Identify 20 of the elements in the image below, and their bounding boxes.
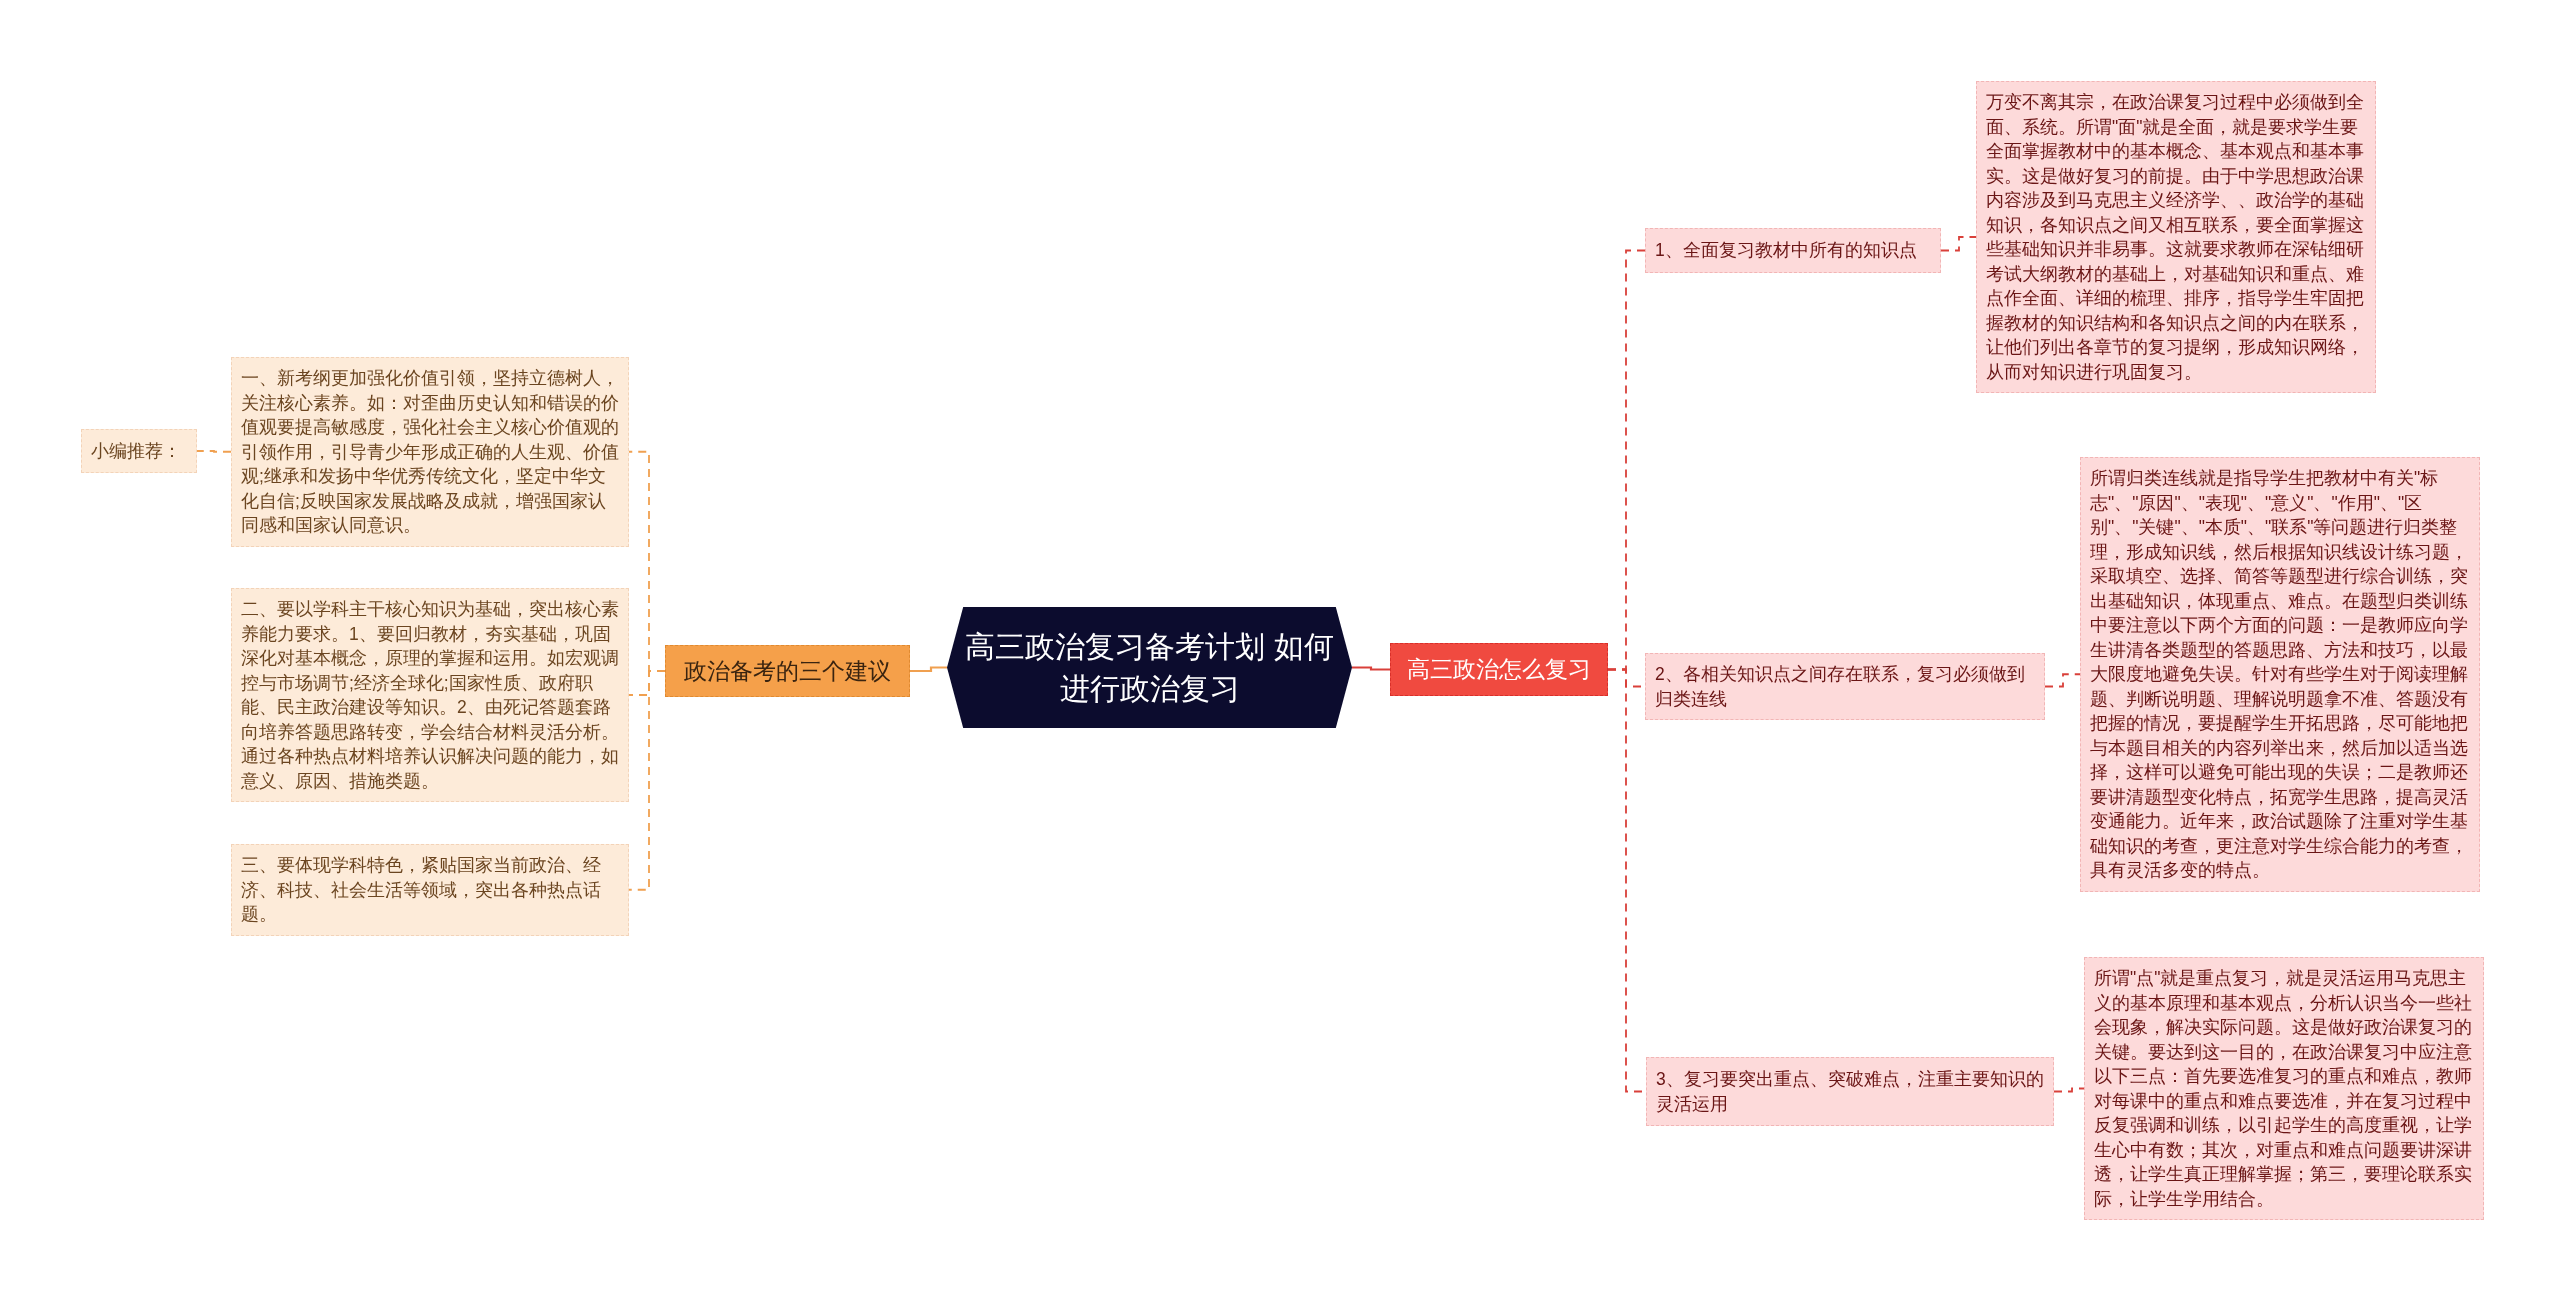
connector-line (628, 670, 666, 891)
connector-line (2044, 673, 2081, 688)
text-box: 所谓"点"就是重点复习，就是灵活运用马克思主义的基本原理和基本观点，分析认识当今一些社会现象，解决实际问题。这是做好政治课复习的关键。要达到这一目的，在政治课复习中应注意以下三点：首先要选准复习的重点和难点，教师对每课中的重点和难点要选准，并在复习过程中反复强调和训练，以引起学生的高度重视，让学生心中有数；其次，对重点和难点问题要讲深讲透，让学生真正理解掌握；第三，要理论联系实际，让学生学用结合。 (2084, 957, 2484, 1220)
topic-box: 3、复习要突出重点、突破难点，注重主要知识的灵活运用 (1646, 1057, 2054, 1126)
connector-line (1352, 666, 1390, 671)
connector-line (1940, 236, 1977, 252)
text-box: 小编推荐： (81, 429, 197, 473)
topic-box: 1、全面复习教材中所有的知识点 (1645, 228, 1941, 273)
text-box: 一、新考纲更加强化价值引领，坚持立德树人，关注核心素养。如：对歪曲历史认知和错误的价值观要提高敏感度，强化社会主义核心价值观的引领作用，引导青少年形成正确的人生观、价值观;继承和发扬中华优秀传统文化，坚定中华文化自信;反映国家发展战略及成就，增强国家认同感和国家认同意识。 (231, 357, 629, 547)
topic-box: 2、各相关知识点之间存在联系，复习必须做到归类连线 (1645, 653, 2045, 720)
connector-line (2053, 1087, 2085, 1093)
text-box: 二、要以学科主干核心知识为基础，突出核心素养能力要求。1、要回归教材，夯实基础，巩固深化对基本概念，原理的掌握和运用。如宏观调控与市场调节;经济全球化;国家性质、政府职能、民主政治建设等知识。2、由死记答题套路向培养答题思路转变，学会结合材料灵活分析。通过各种热点材料培养认识解决问题的能力，如意义、原因、措施类题。 (231, 588, 629, 802)
text-box: 所谓归类连线就是指导学生把教材中有关"标志"、"原因"、"表现"、"意义"、"作用"、"区别"、"关键"、"本质"、"联系"等问题进行归类整理，形成知识线，然后根据知识线设计练习题，采取填空、选择、简答等题型进行综合训练，突出基础知识，体现重点、难点。在题型归类训练中要注意以下两个方面的问题：一是教师应向学生讲清各类题型的答题思路、方法和技巧，以最大限度地避免失误。针对有些学生对于阅读理解题、判断说明题、理解说明题拿不准、答题没有把握的情况，要提醒学生开拓思路，尽可能地把与本题目相关的内容列举出来，然后加以适当选择，这样可以避免可能出现的失误；二是教师还要讲清题型变化特点，拓宽学生思路，提高灵活变通能力。近年来，政治试题除了注重对学生基础知识的考查，更注意对学生综合能力的考查，具有灵活多变的特点。 (2080, 457, 2480, 892)
text-box: 万变不离其宗，在政治课复习过程中必须做到全面、系统。所谓"面"就是全面，就是要求学生要全面掌握教材中的基本概念、基本观点和基本事实。这是做好复习的前提。由于中学思想政治课内容涉及到马克思主义经济学、、政治学的基础知识，各知识点之间又相互联系，要全面掌握这些基础知识并非易事。这就要求教师在深钻细研考试大纲教材的基础上，对基础知识和重点、难点作全面、详细的梳理、排序，指导学生牢固把握教材的知识结构和各知识点之间的内在联系，让他们列出各章节的复习提纲，形成知识网络，从而对知识进行巩固复习。 (1976, 81, 2376, 393)
central-topic-box: 高三政治复习备考计划 如何进行政治复习 (947, 607, 1352, 728)
text-box: 三、要体现学科特色，紧贴国家当前政治、经济、科技、社会生活等领域，突出各种热点话题。 (231, 844, 629, 936)
branch-box: 高三政治怎么复习 (1390, 643, 1608, 696)
connector-line (910, 666, 947, 673)
connector-line (196, 450, 232, 453)
branch-box: 政治备考的三个建议 (665, 645, 910, 697)
